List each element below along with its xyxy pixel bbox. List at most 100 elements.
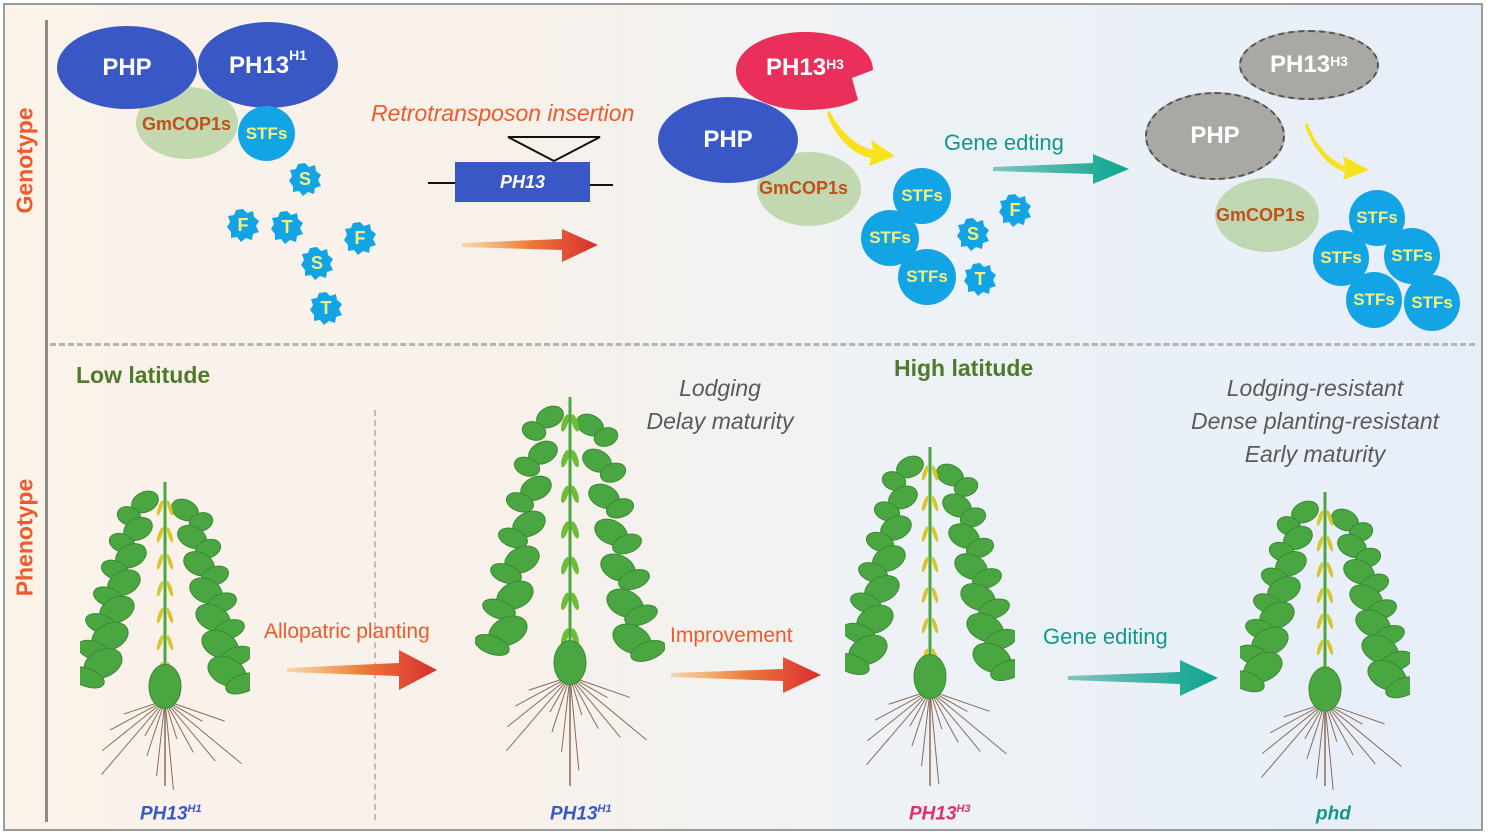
leaf: [593, 427, 619, 447]
genotype-row-label: Genotype: [11, 107, 38, 214]
stf-protein: STFs: [898, 249, 956, 305]
ph13-sup: H3: [1330, 53, 1348, 69]
root: [506, 676, 571, 728]
release-arrow-icon: [1305, 122, 1369, 180]
leaf: [148, 663, 182, 709]
stf-protein: STFs: [238, 106, 295, 161]
php-label: PHP: [102, 53, 152, 81]
root: [569, 676, 621, 738]
flower-cluster: [166, 634, 174, 651]
genotype-base: PH13: [550, 803, 598, 825]
seed-pod: [571, 628, 579, 646]
seed-pod: [571, 557, 579, 575]
seed-pod: [571, 450, 579, 468]
flower-cluster: [1326, 639, 1334, 656]
leaf: [965, 537, 995, 559]
ph13-h1-protein: PH13H1: [198, 22, 338, 108]
insertion-label: Retrotransposon insertion: [371, 100, 635, 126]
transposon-insertion-icon: [428, 136, 613, 186]
flower-cluster: [166, 554, 174, 570]
gene-editing-label-bottom: Gene editing: [1043, 624, 1168, 649]
root: [929, 690, 940, 785]
improvement-label: Improvement: [670, 624, 793, 647]
seed-pod: [561, 557, 569, 575]
gmcop1s-complex: [1215, 178, 1319, 252]
ph13-base: PH13: [766, 53, 827, 81]
ph13-base: PH13: [1270, 51, 1331, 78]
phenotype-row-label: Phenotype: [11, 478, 38, 597]
latitude-divider: [374, 410, 376, 820]
fragment-letter: F: [354, 227, 366, 248]
root: [506, 676, 571, 752]
flower-cluster: [931, 587, 939, 603]
fragment-letter: T: [320, 297, 332, 318]
leaf: [624, 604, 658, 627]
leaf: [881, 471, 907, 491]
stf-label: STFs: [869, 228, 911, 247]
seed-pod: [561, 628, 569, 646]
seed-pod: [561, 485, 569, 503]
degraded-stf-fragment: S: [956, 217, 990, 251]
trait-dense-planting-resistant: Dense planting-resistant: [1190, 408, 1440, 434]
soybean-plant-tall-icon: [475, 397, 665, 786]
degraded-stf-fragment: S: [288, 162, 322, 196]
gmcop1s-label: GmCOP1s: [1216, 205, 1306, 225]
gene-editing-arrow-icon: [993, 154, 1129, 184]
flower-cluster: [166, 581, 174, 597]
leaf: [1240, 670, 1265, 693]
stf-label: STFs: [1391, 246, 1433, 265]
flower-cluster: [1326, 588, 1334, 604]
flower-cluster: [1326, 613, 1334, 630]
php-protein: PHP: [658, 97, 798, 183]
fragment-letter: S: [298, 168, 311, 189]
root: [109, 699, 166, 731]
leaf: [913, 654, 947, 700]
fragment-letter: S: [310, 252, 323, 273]
degraded-stf-fragment: F: [226, 208, 260, 242]
flower-cluster: [921, 526, 929, 542]
root: [514, 676, 571, 707]
flower-cluster: [1326, 536, 1334, 552]
stf-protein: STFs: [1346, 272, 1402, 328]
ph13-gene-box: PH13: [455, 162, 590, 202]
root: [929, 690, 1007, 755]
soybean-plant-icon: [1240, 492, 1410, 790]
leaf: [80, 666, 105, 689]
stf-label: STFs: [1353, 290, 1395, 309]
flower-cluster: [921, 617, 929, 634]
leaf: [990, 659, 1015, 682]
php-label: PHP: [1190, 122, 1240, 149]
leaf: [845, 653, 870, 676]
flower-cluster: [931, 465, 939, 481]
allopatric-planting-label: Allopatric planting: [264, 620, 430, 643]
root: [1306, 703, 1326, 759]
root: [164, 700, 216, 762]
root: [1261, 702, 1326, 778]
improvement-arrow-icon: [671, 657, 821, 693]
flower-cluster: [1326, 562, 1334, 578]
leaf: [612, 533, 642, 555]
genotype-sup: H1: [597, 803, 612, 815]
degraded-stf-fragment: T: [309, 291, 343, 325]
leaf: [521, 421, 547, 441]
low-latitude-label: Low latitude: [76, 362, 211, 388]
degraded-stf-fragment: S: [300, 246, 334, 280]
flower-cluster: [166, 500, 174, 516]
trait-lodging: Lodging: [679, 375, 761, 401]
ph13-label: PH13H1: [229, 47, 307, 80]
fragment-letter: S: [966, 223, 979, 244]
leaf: [618, 569, 650, 591]
traits-mid: Lodging Delay maturity: [620, 372, 820, 438]
flower-cluster: [166, 527, 174, 543]
flower-cluster: [931, 495, 939, 512]
row-axis-line: [45, 20, 48, 822]
genotype-base: PH13: [140, 803, 188, 825]
leaf: [1385, 676, 1410, 699]
root: [164, 700, 174, 790]
allopatric-arrow-icon: [287, 650, 437, 690]
root: [569, 676, 599, 729]
leaf: [225, 672, 250, 695]
plant-genotype-label: phd: [1316, 803, 1351, 825]
flower-cluster: [1316, 562, 1324, 578]
